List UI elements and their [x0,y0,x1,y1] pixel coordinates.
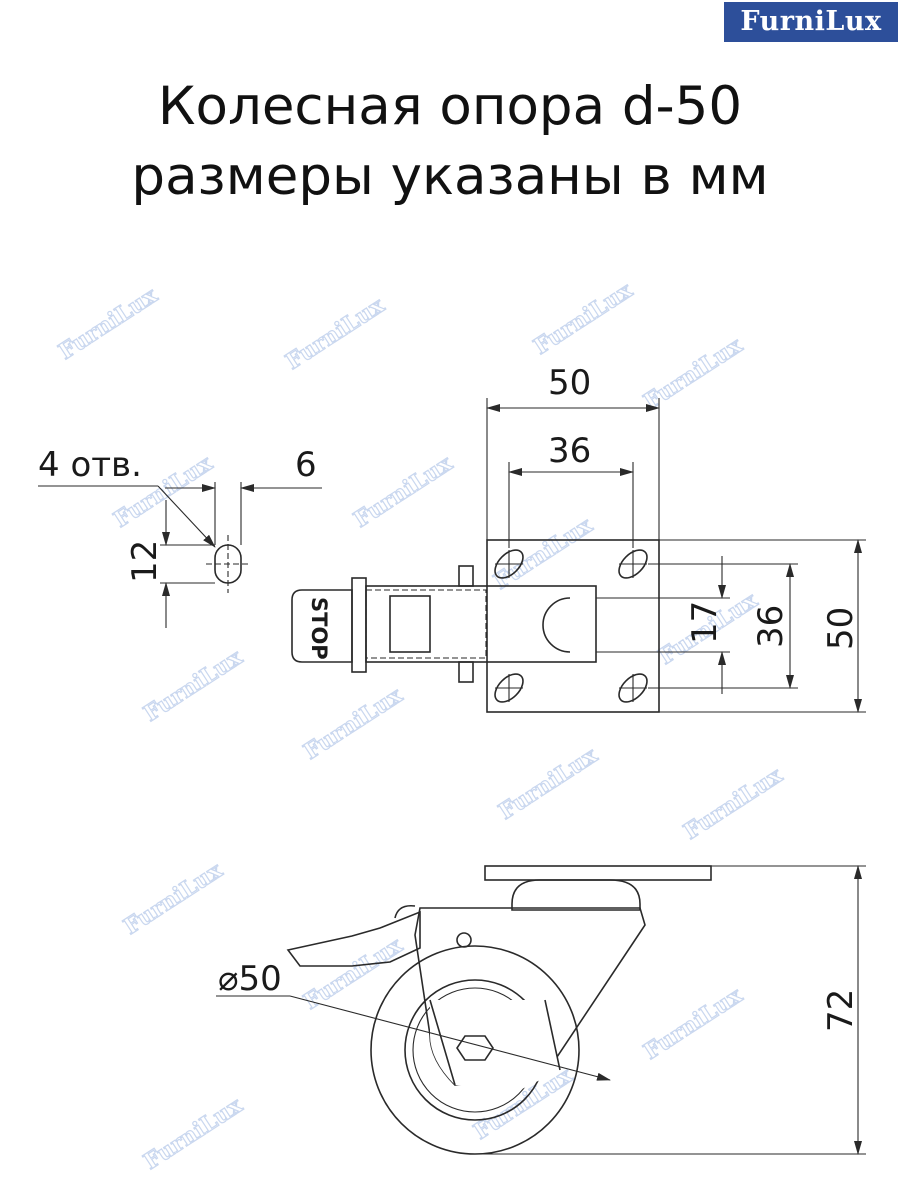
slot-length-dim: 12 [125,540,165,583]
mount-height-dim: 17 [685,601,725,644]
watermark: FurniLux [281,292,390,375]
top-view: 4 отв. 6 12 [38,363,866,713]
title-line-2: размеры указаны в мм [131,146,769,207]
plate-hole [618,673,648,703]
watermark: FurniLux [119,857,228,940]
page-title: Колесная опора d-50 размеры указаны в мм [0,72,900,212]
watermark: FurniLux [349,450,458,533]
watermark: FurniLux [54,282,163,365]
axle-nut [456,1035,494,1061]
watermark: FurniLux [529,277,638,360]
brake-pedal [291,589,353,663]
plate-width-holes-dim: 36 [548,431,591,471]
plate-hole [618,549,648,579]
watermark: FurniLux [494,742,603,825]
slot-width-dim: 6 [295,445,317,485]
title-line-1: Колесная опора d-50 [157,76,743,137]
wheel-diameter-dim: ⌀50 [218,959,282,999]
watermark: FurniLux [639,982,748,1065]
plate-hole [494,549,524,579]
plate-height-holes-dim: 36 [751,605,791,648]
caster-body-top: STOP [291,565,597,683]
side-view: ⌀50 72 [216,865,866,1155]
plate-width-outer-dim: 50 [548,363,591,403]
slot-detail: 4 отв. 6 12 [38,445,322,628]
watermark: FurniLux [679,762,788,845]
plate-hole [494,673,524,703]
watermark: FurniLux [639,332,748,415]
watermark: FurniLux [139,644,248,727]
watermark: FurniLux [139,1092,248,1175]
mounting-plate [486,539,660,713]
plate-height-outer-dim: 50 [821,607,861,650]
watermark: FurniLux [299,682,408,765]
brand-logo: FurniLux [724,2,898,42]
brake-lever [286,910,421,967]
watermarks: FurniLux FurniLux FurniLux FurniLux Furn… [54,276,789,1175]
wheel [370,945,580,1155]
total-height-dim: 72 [821,989,861,1032]
holes-count-label: 4 отв. [38,445,142,485]
side-top-plate [484,865,712,881]
brake-label: STOP [307,597,331,660]
